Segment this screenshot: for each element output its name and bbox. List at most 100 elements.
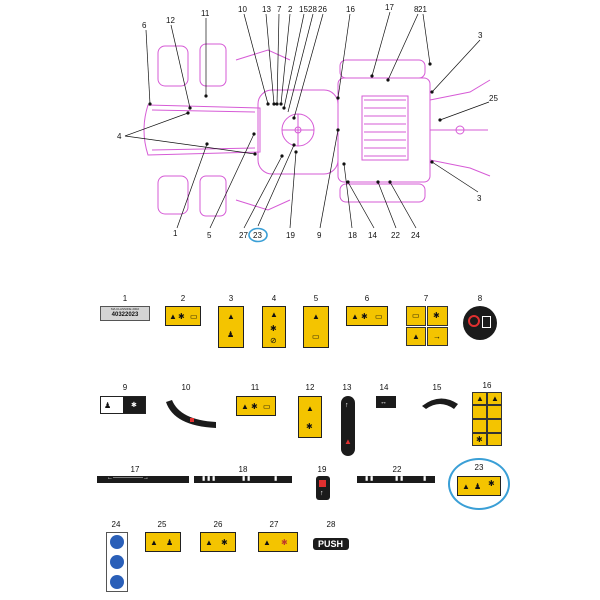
callout-label: 10	[238, 5, 247, 14]
person-icon	[110, 535, 124, 549]
decal-15	[422, 398, 458, 409]
decal-3: ▲ ♟	[218, 306, 244, 348]
callout-label: 19	[286, 231, 295, 240]
decal-26: ▲ ✱	[200, 532, 236, 552]
decal-16: ▲ ▲ ✱	[472, 392, 502, 446]
rotating-parts-icon: ✱	[433, 311, 440, 320]
callout-label: 23	[253, 231, 262, 240]
callout-label: 18	[348, 231, 357, 240]
callout-label: 13	[262, 5, 271, 14]
warning-triangle-icon: ▲	[241, 402, 249, 411]
warning-triangle-icon: ▲	[150, 538, 158, 547]
warning-triangle-icon: ▲	[312, 312, 320, 321]
warning-triangle-icon: ▲	[344, 437, 352, 446]
decal-number: 4	[271, 294, 277, 303]
warning-triangle-icon: ▲	[462, 482, 470, 491]
callout-label: 5	[207, 231, 212, 240]
arrow-icon: ↔	[380, 399, 387, 406]
decal-1-header: MA CLASSIFIE 2002	[110, 307, 139, 311]
manual-book-icon: ▭	[375, 312, 383, 321]
decal-8	[463, 306, 497, 340]
tractor-outline	[143, 43, 491, 217]
decal-5: ▲ ▭	[303, 306, 329, 348]
rotating-parts-icon: ✱	[131, 402, 137, 409]
manual-book-icon: ▭	[190, 312, 198, 321]
warning-triangle-icon: ▲	[491, 394, 499, 403]
decal-number: 9	[122, 383, 128, 392]
rotating-parts-icon: ✱	[488, 479, 495, 488]
person-icon: ♟	[104, 401, 112, 410]
rotating-parts-icon: ✱	[361, 312, 368, 321]
decal-2: ▲ ✱ ▭	[165, 306, 201, 326]
callout-label: 17	[385, 3, 394, 12]
arrow-icon: ←—————→	[107, 475, 149, 481]
callout-label: 16	[346, 5, 355, 14]
callout-dots	[148, 62, 442, 184]
push-label: PUSH	[318, 539, 344, 549]
decal-number: 2	[180, 294, 186, 303]
callout-label: 9	[317, 231, 322, 240]
callout-label: 11	[201, 9, 210, 18]
decal-number: 8	[477, 294, 483, 303]
callout-label: 15	[299, 5, 308, 14]
decal-13: ↑ ▲	[341, 396, 355, 456]
highlight-ring	[248, 227, 268, 243]
warning-triangle-icon: ▲	[412, 332, 420, 341]
decal-14: ↔	[376, 396, 396, 408]
callout-label: 28	[308, 5, 317, 14]
callout-label: 26	[318, 5, 327, 14]
callout-label: 7	[277, 5, 282, 14]
warning-triangle-icon: ▲	[227, 312, 235, 321]
person-icon	[110, 555, 124, 569]
decal-number: 1	[122, 294, 128, 303]
decal-25: ▲ ♟	[145, 532, 181, 552]
decal-28-push: PUSH	[313, 538, 349, 550]
decal-23: ▲ ♟ ✱	[457, 476, 501, 496]
decal-number: 6	[364, 294, 370, 303]
decal-24	[106, 532, 128, 592]
callout-label: 27	[239, 231, 248, 240]
callout-leader-lines	[124, 11, 490, 229]
decal-19: ↑	[316, 476, 330, 500]
rotating-parts-icon: ✱	[221, 538, 228, 547]
decal-22-strip: ▮ ▮▮ ▮▮	[357, 476, 435, 483]
decal-number: 17	[130, 465, 140, 474]
person-icon: ♟	[474, 482, 482, 491]
callout-label: 2	[288, 5, 293, 14]
decal-number: 27	[269, 520, 279, 529]
arrow-icon: ↑	[345, 402, 349, 409]
decal-4: ▲ ✱ ⊘	[262, 306, 286, 348]
decal-number: 11	[250, 383, 260, 392]
decal-6: ▲ ✱ ▭	[346, 306, 388, 326]
warning-triangle-icon: ▲	[270, 310, 278, 319]
rotating-parts-icon: ✱	[281, 538, 288, 547]
callout-label: 4	[117, 132, 122, 141]
person-icon: ♟	[166, 538, 174, 547]
callout-label: 3	[478, 31, 483, 40]
manual-book-icon: ▭	[312, 332, 320, 341]
callout-label: 6	[142, 21, 147, 30]
callout-label: 12	[166, 16, 175, 25]
warning-triangle-icon: ▲	[263, 538, 271, 547]
decal-11: ▲ ✱ ▭	[236, 396, 276, 416]
highlight-ring-decal-23	[448, 458, 510, 510]
manual-book-icon: ▭	[412, 311, 420, 320]
callout-label: 8	[414, 5, 419, 14]
callout-label: 22	[391, 231, 400, 240]
callout-label: 1	[173, 229, 178, 238]
tractor-diagram: 6 12 11 10 13 7 2 15 28 26 16 17 8 21 3 …	[117, 3, 498, 243]
callout-label: 14	[368, 231, 377, 240]
warning-triangle-icon: ▲	[205, 538, 213, 547]
decal-number: 5	[313, 294, 319, 303]
callout-label: 24	[411, 231, 420, 240]
callout-label: 25	[489, 94, 498, 103]
decal-number: 18	[238, 465, 248, 474]
decal-10-arc	[166, 400, 216, 428]
decal-9: ♟ ✱	[100, 396, 146, 414]
decal-number: 19	[317, 465, 327, 474]
decal-27: ▲ ✱	[258, 532, 298, 552]
decal-number: 24	[111, 520, 121, 529]
callout-label: 3	[477, 194, 482, 203]
decal-number: 26	[213, 520, 223, 529]
decal-number: 3	[228, 294, 234, 303]
